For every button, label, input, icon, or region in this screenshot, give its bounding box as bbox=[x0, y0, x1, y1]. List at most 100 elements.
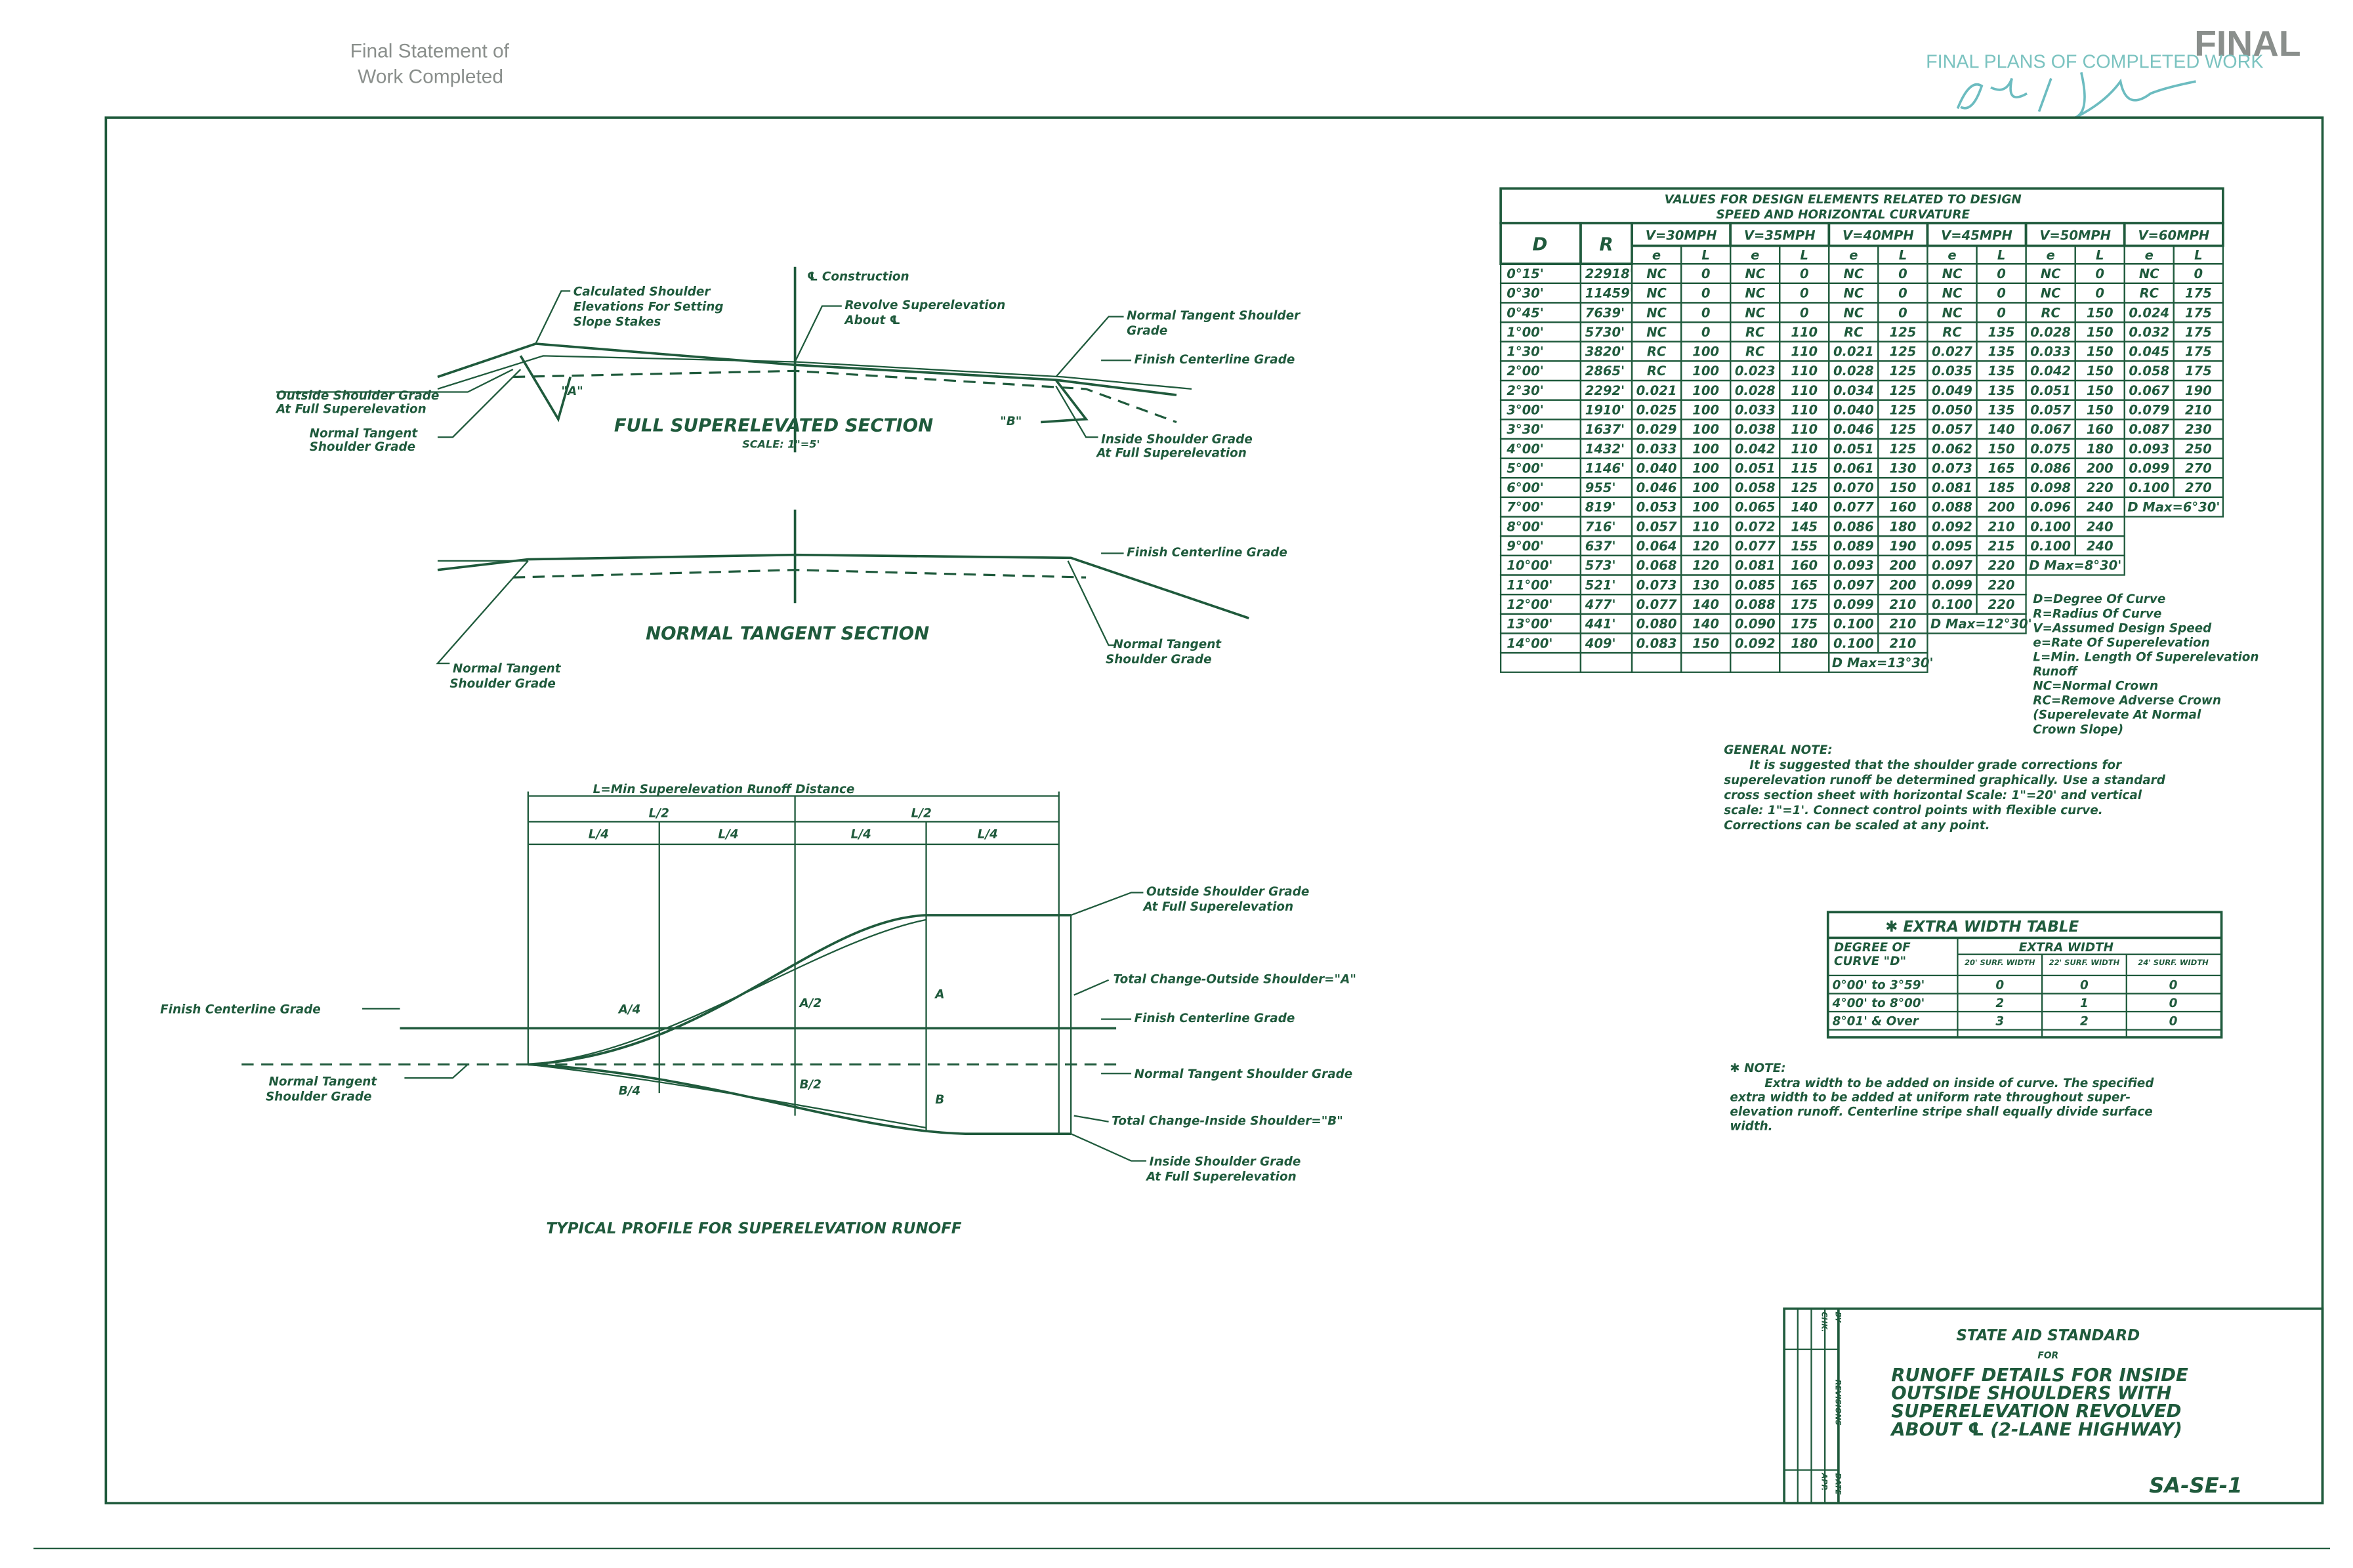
cell-value: 0 bbox=[1701, 266, 1711, 281]
cell-value: 0.099 bbox=[2129, 461, 2169, 476]
cell-r: 5730' bbox=[1585, 325, 1625, 340]
profile-finish-centerline-left: Finish Centerline Grade bbox=[160, 1002, 321, 1016]
cell-value: 100 bbox=[1692, 363, 1719, 379]
star-note-line: elevation runoff. Centerline stripe shal… bbox=[1730, 1105, 2152, 1119]
general-note-heading: GENERAL NOTE: bbox=[1724, 743, 1832, 757]
cell-value: 150 bbox=[2087, 305, 2114, 320]
legend-line: e=Rate Of Superelevation bbox=[2033, 636, 2209, 650]
cell-value: 200 bbox=[1890, 577, 1917, 592]
full-superelevated-section: ℄ Construction "A" "B" Calculated Should… bbox=[275, 266, 1301, 460]
cell-value: 175 bbox=[1791, 597, 1818, 612]
title-line-6: ABOUT ℄ (2-LANE HIGHWAY) bbox=[1890, 1418, 2182, 1440]
cell-value: NC bbox=[1646, 286, 1667, 301]
cell-value: 175 bbox=[1791, 617, 1818, 632]
cell-value: NC bbox=[2139, 266, 2159, 281]
cell-value: 0.064 bbox=[1636, 539, 1677, 554]
speed-header: V=50MPH bbox=[2039, 228, 2111, 243]
cell-value: 0.058 bbox=[1735, 480, 1776, 495]
extra-width-value: 2 bbox=[2080, 1015, 2089, 1029]
sub-e-header: e bbox=[1652, 247, 1661, 262]
cell-d: 8°00' bbox=[1507, 519, 1543, 534]
cell-d: 0°45' bbox=[1507, 305, 1543, 320]
cell-value: 0.025 bbox=[1636, 403, 1677, 418]
cell-value: 200 bbox=[1988, 500, 2015, 515]
star-note-line: width. bbox=[1730, 1119, 1772, 1133]
a4-label: A/4 bbox=[617, 1002, 641, 1016]
mark-a: "A" bbox=[561, 384, 583, 398]
cell-value: 240 bbox=[2087, 500, 2114, 515]
cell-d: 3°00' bbox=[1507, 403, 1543, 418]
cell-value: 0.042 bbox=[1735, 442, 1776, 457]
cell-value: 0.040 bbox=[1833, 403, 1874, 418]
legend-line: L=Min. Length Of Superelevation bbox=[2033, 650, 2259, 664]
cell-value: 0.092 bbox=[1735, 636, 1776, 651]
quarter-label-1: L/4 bbox=[589, 828, 609, 842]
cell-value: 110 bbox=[1791, 383, 1818, 398]
cell-d: 9°00' bbox=[1507, 539, 1543, 554]
cell-value: 0.093 bbox=[1833, 558, 1874, 573]
cell-value: 0.070 bbox=[1833, 480, 1874, 495]
normal-section-left-label-2: Shoulder Grade bbox=[449, 677, 556, 691]
cell-value: 165 bbox=[1988, 461, 2015, 476]
degree-range: 8°01' & Over bbox=[1833, 1015, 1920, 1029]
cell-d: 12°00' bbox=[1507, 597, 1552, 612]
cell-value: 215 bbox=[1988, 539, 2015, 554]
cell-value: 0.077 bbox=[1636, 597, 1677, 612]
title-block: CHK. BY REVISIONS APP. DATE STATE AID ST… bbox=[1783, 1307, 2324, 1505]
cell-value: 0 bbox=[2095, 266, 2104, 281]
cell-dmax: D Max=8°30' bbox=[2029, 558, 2121, 573]
legend-line: NC=Normal Crown bbox=[2033, 680, 2158, 693]
cell-value: RC bbox=[1745, 325, 1765, 340]
cell-value: 0 bbox=[1898, 266, 1907, 281]
cell-value: 0 bbox=[1701, 325, 1711, 340]
cell-value: 0.072 bbox=[1735, 519, 1776, 534]
cell-d: 14°00' bbox=[1507, 636, 1552, 651]
cell-value: 0.100 bbox=[2129, 480, 2169, 495]
cell-value: 140 bbox=[1692, 597, 1719, 612]
degree-header: DEGREE OF bbox=[1834, 941, 1911, 955]
cell-value: 0.061 bbox=[1833, 461, 1874, 476]
cell-value: 0.024 bbox=[2129, 305, 2169, 320]
cell-value: 0.023 bbox=[1735, 363, 1776, 379]
cell-value: 0.057 bbox=[1932, 422, 1972, 437]
cell-value: 0.100 bbox=[1833, 636, 1874, 651]
cell-value: 155 bbox=[1791, 539, 1818, 554]
cell-value: 210 bbox=[1890, 636, 1917, 651]
cell-value: 0.027 bbox=[1932, 344, 1972, 360]
cell-value: 250 bbox=[2185, 442, 2212, 457]
cell-value: 0.040 bbox=[1636, 461, 1677, 476]
cell-value: 140 bbox=[1791, 500, 1818, 515]
revisions-label: REVISIONS bbox=[1833, 1380, 1843, 1426]
cell-value: 0.028 bbox=[1833, 363, 1874, 379]
cell-value: 0.077 bbox=[1735, 539, 1776, 554]
cell-value: 140 bbox=[1692, 617, 1719, 632]
cell-value: NC bbox=[1942, 305, 1963, 320]
extra-width-value: 2 bbox=[1995, 997, 2004, 1010]
half-label-2: L/2 bbox=[911, 807, 932, 821]
cell-value: 0.051 bbox=[2030, 383, 2071, 398]
profile-total-inside: Total Change-Inside Shoulder="B" bbox=[1112, 1114, 1343, 1128]
cell-d: 2°30' bbox=[1507, 383, 1543, 398]
profile-total-outside: Total Change-Outside Shoulder="A" bbox=[1113, 972, 1356, 986]
cell-value: 125 bbox=[1890, 325, 1917, 340]
general-note-line: cross section sheet with horizontal Scal… bbox=[1724, 789, 2142, 802]
cell-r: 573' bbox=[1585, 558, 1616, 573]
cell-value: 100 bbox=[1692, 461, 1719, 476]
cell-value: 200 bbox=[2087, 461, 2114, 476]
cell-value: 240 bbox=[2087, 539, 2114, 554]
cell-value: 0.033 bbox=[2030, 344, 2071, 360]
cell-value: 125 bbox=[1791, 480, 1818, 495]
cell-value: 110 bbox=[1791, 442, 1818, 457]
calc-shoulder-label-3: Slope Stakes bbox=[573, 315, 661, 329]
cell-value: 0.050 bbox=[1932, 403, 1972, 418]
